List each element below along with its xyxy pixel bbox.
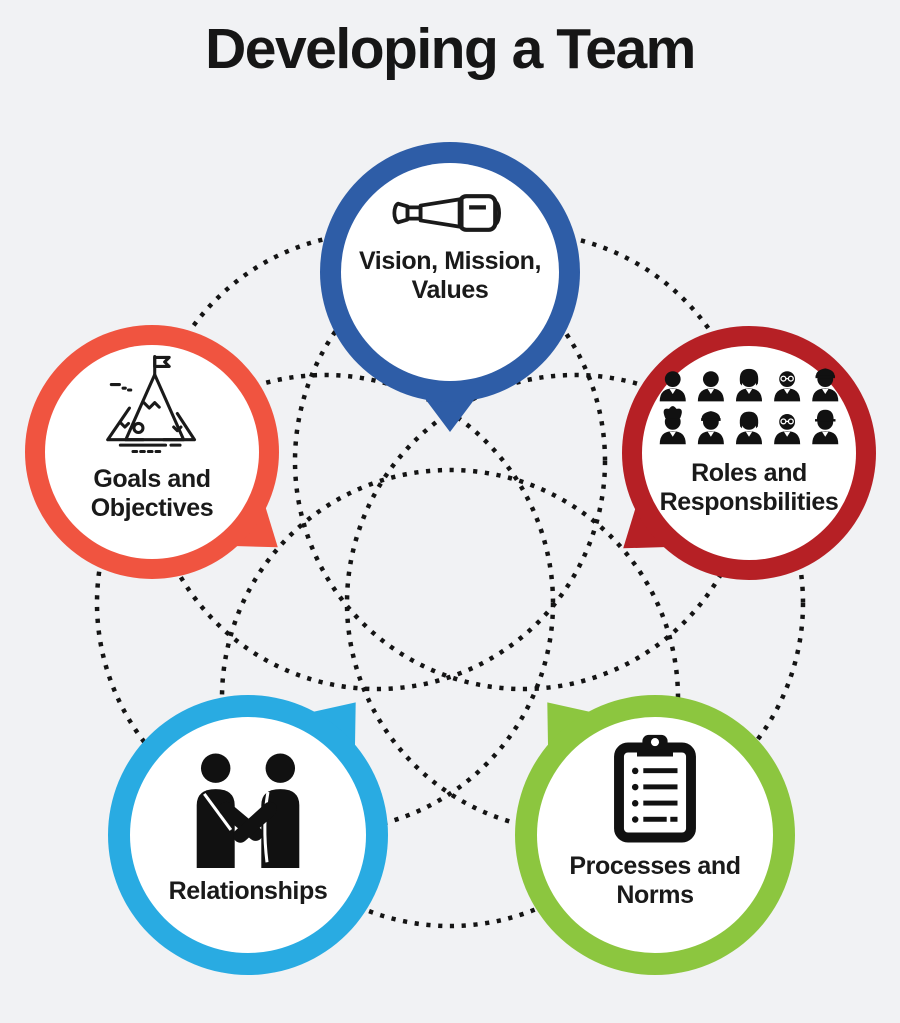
bubble-vision-mission-values: Vision, Mission, Values xyxy=(280,102,620,442)
bubble-label: Vision, Mission, Values xyxy=(359,247,541,304)
bubble-roles-responsbilities: Roles and Responsbilities xyxy=(579,283,900,623)
label-line-1: Vision, Mission, xyxy=(358,247,542,276)
page-title: Developing a Team xyxy=(205,17,696,81)
label-line-2: Values xyxy=(411,275,489,304)
bubble-relationships: Relationships xyxy=(78,665,418,1005)
label-line-2: Objectives xyxy=(90,493,214,522)
bubble-label: Roles and Responsbilities xyxy=(660,459,839,516)
mountain-flag-icon xyxy=(106,355,197,454)
label-line-1: Processes and xyxy=(569,852,741,881)
label-line-2: Norms xyxy=(616,880,694,909)
bubble-goals-objectives: Goals and Objectives xyxy=(0,282,322,622)
telescope-icon xyxy=(392,194,501,233)
handshake-icon xyxy=(196,753,300,869)
bubble-label: Processes and Norms xyxy=(569,852,741,909)
label-line-2: Responsbilities xyxy=(659,487,839,516)
bubble-face xyxy=(642,346,856,560)
team-members-icon xyxy=(659,368,839,445)
bubble-label: Goals and Objectives xyxy=(90,465,214,522)
bubble-processes-norms: Processes and Norms xyxy=(485,665,825,1005)
clipboard-checklist-icon xyxy=(614,735,696,843)
label-line-1: Goals and xyxy=(93,465,211,494)
label-line-1: Relationships xyxy=(168,877,328,906)
label-line-1: Roles and xyxy=(691,459,807,488)
bubble-label: Relationships xyxy=(169,877,328,905)
